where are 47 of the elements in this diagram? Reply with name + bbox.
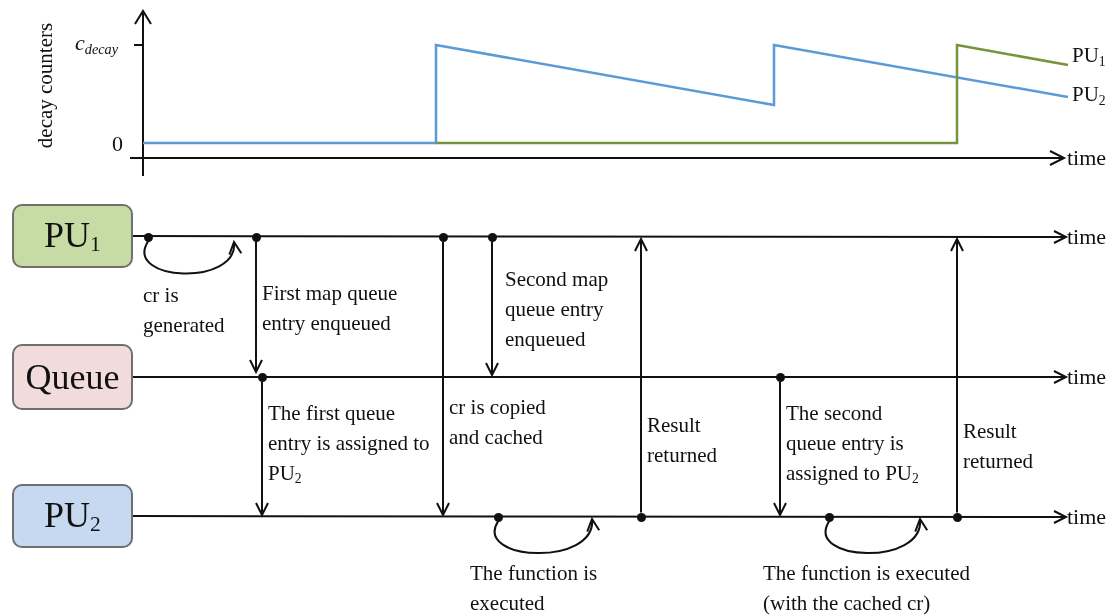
edge-label: cr is copied and cached (449, 394, 547, 451)
arrow (824, 518, 926, 555)
lane-title: PU$_{1}$ (44, 216, 101, 256)
event-dot (438, 232, 448, 242)
lane-box (12, 204, 133, 268)
edge-label: Result returned (647, 412, 718, 469)
event-dot (775, 372, 785, 382)
lane-box (12, 484, 133, 548)
arrow (485, 240, 499, 376)
lane-box (12, 344, 133, 410)
arrow (132, 370, 1067, 384)
event-dot (493, 512, 503, 522)
edge-label: Second map queue entry enqueued (505, 266, 610, 353)
edge-label: The function is executed (470, 560, 599, 615)
time-label: time (1067, 226, 1107, 248)
arrow (436, 240, 450, 516)
arrow (634, 238, 648, 514)
edge-label: The function is executed (with the cached cr) (763, 560, 971, 615)
edge-label: cr is generated (143, 282, 226, 339)
arrow (773, 380, 787, 516)
arrow (255, 380, 269, 516)
event-dot (636, 512, 646, 522)
event-dot (257, 372, 267, 382)
arrow (132, 510, 1067, 524)
edge-label: The first queue entry is assigned to PU$_{2}$ (268, 400, 431, 488)
axis-label: time (1067, 147, 1107, 169)
edge-label: Result returned (963, 418, 1034, 475)
axis-label: PU$_{1}$ (1072, 45, 1106, 66)
lane-title: Queue (25, 359, 120, 395)
axis-label: 0 (112, 133, 123, 155)
time-label: time (1067, 506, 1107, 528)
arrow (950, 238, 964, 514)
event-dot (251, 232, 261, 242)
event-dot (952, 512, 962, 522)
axis-title: decay counters (35, 22, 57, 149)
lane-title: PU$_{2}$ (44, 496, 101, 536)
arrow (143, 240, 240, 275)
arrow (493, 518, 598, 555)
edge-label: The second queue entry is assigned to PU$_{2}$ (786, 400, 920, 488)
arrow (249, 240, 263, 373)
event-dot (143, 232, 153, 242)
event-dot (824, 512, 834, 522)
time-label: time (1067, 366, 1107, 388)
edge-label: First map queue entry enqueued (262, 280, 399, 337)
axis-label: PU$_{2}$ (1072, 84, 1106, 105)
arrow (132, 230, 1067, 244)
event-dot (487, 232, 497, 242)
